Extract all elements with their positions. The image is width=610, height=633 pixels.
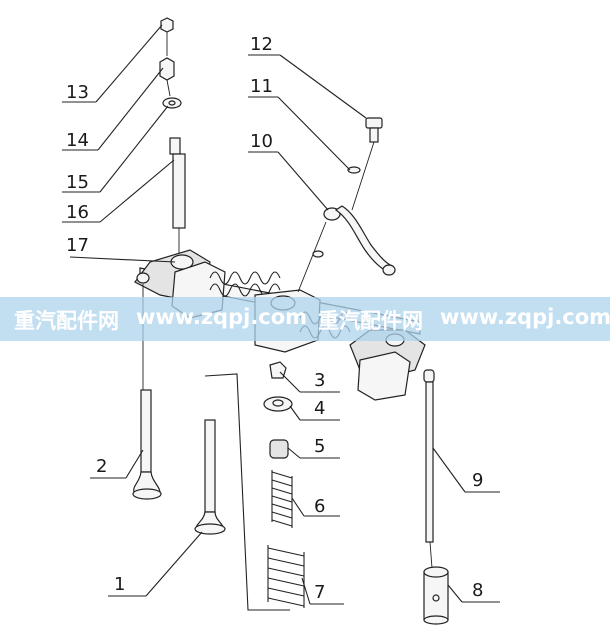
part-8-tappet	[423, 566, 449, 625]
watermark-cn-left: 重汽配件网	[14, 309, 119, 333]
group-bracket	[204, 373, 290, 611]
callout-3: 3	[314, 370, 325, 391]
watermark-band	[0, 297, 610, 341]
callout-2: 2	[96, 456, 107, 477]
part-16-adjusting-screw	[169, 137, 186, 256]
callout-8: 8	[472, 580, 483, 601]
callout-5: 5	[314, 436, 325, 457]
callout-15: 15	[66, 172, 89, 193]
callout-14: 14	[66, 130, 89, 151]
watermark-url-right: www.zqpj.com	[440, 305, 610, 329]
part-2-exhaust-valve	[132, 284, 162, 500]
callout-13: 13	[66, 82, 89, 103]
part-12-banjo-bolt	[351, 117, 383, 211]
part-6-inner-spring	[271, 470, 293, 528]
watermark-cn-right: 重汽配件网	[318, 309, 423, 333]
part-10-oil-pipe	[297, 205, 396, 293]
part-1-intake-valve	[194, 419, 226, 535]
part-4-spring-seat	[263, 396, 293, 412]
part-15-washer	[162, 97, 182, 109]
part-7-outer-spring	[267, 545, 305, 608]
callout-9: 9	[472, 470, 483, 491]
callout-12: 12	[250, 34, 273, 55]
part-14-nut	[159, 57, 175, 97]
callout-4: 4	[314, 398, 325, 419]
callout-6: 6	[314, 496, 325, 517]
part-5-valve-guide	[269, 439, 289, 459]
part-9-push-rod	[423, 369, 435, 569]
watermark-url-left: www.zqpj.com	[136, 305, 308, 329]
part-11-seal-washer	[347, 166, 361, 174]
callout-16: 16	[66, 202, 89, 223]
callout-10: 10	[250, 131, 273, 152]
callouts: 13 14 15 16 17 12 11 10 3 4	[62, 24, 500, 605]
callout-7: 7	[314, 582, 325, 603]
callout-17: 17	[66, 235, 89, 256]
callout-1: 1	[114, 574, 125, 595]
part-13-nut	[160, 17, 174, 56]
callout-11: 11	[250, 76, 273, 97]
